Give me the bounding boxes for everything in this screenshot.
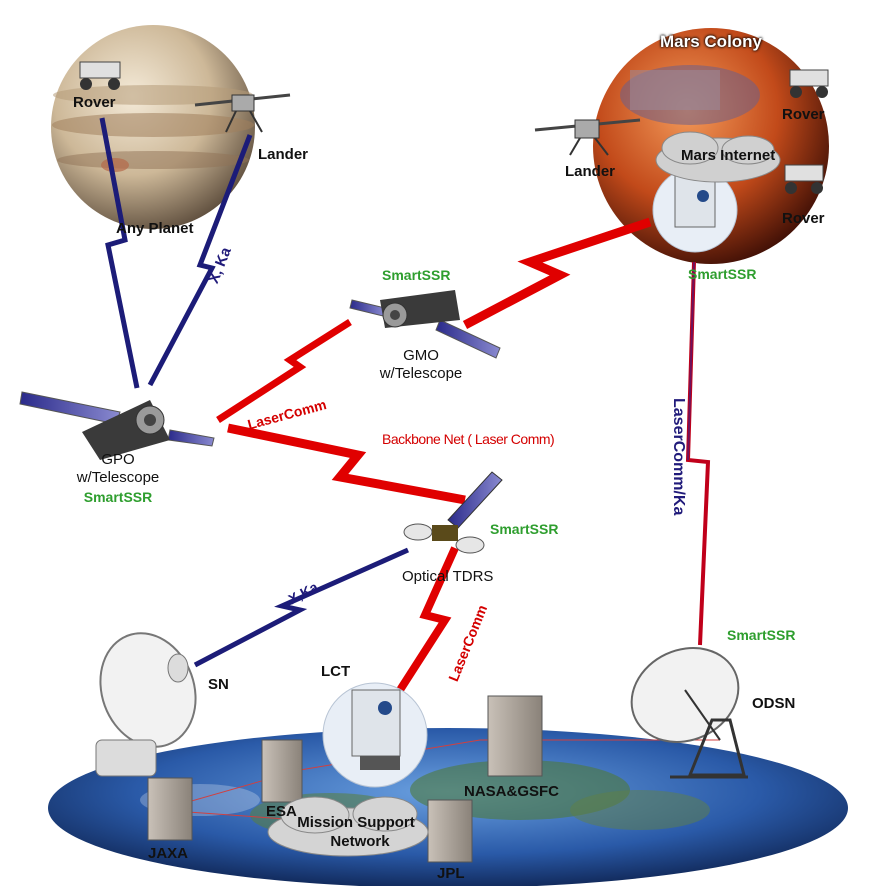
- label-mars-lander: Lander: [565, 163, 616, 180]
- rover-mars-bottom: [784, 164, 824, 194]
- label-any-planet: Any Planet: [116, 220, 194, 237]
- label-mars-ssr: SmartSSR: [688, 266, 757, 282]
- label-gpo-ssr: SmartSSR: [83, 489, 153, 505]
- laser-link-tdrs-lct: [396, 546, 459, 693]
- sn-dish: [95, 632, 197, 777]
- label-planet-lander: Lander: [258, 146, 309, 163]
- lct-terminal: [322, 682, 428, 788]
- mars-internet-cloud: [655, 131, 781, 183]
- laser-link-gpo-gmo: [216, 319, 352, 423]
- label-mars-colony: Mars Colony: [660, 32, 763, 51]
- lander-mars: [534, 118, 641, 156]
- laser-link-backbone: [227, 423, 466, 505]
- label-mars-rover-top: Rover: [782, 106, 825, 123]
- label-jaxa: JAXA: [148, 845, 189, 862]
- building-nasa: [487, 695, 543, 777]
- label-gmo-ssr: SmartSSR: [382, 267, 451, 283]
- label-network-line1: Mission Support: [297, 814, 415, 831]
- label-odsn: ODSN: [752, 695, 796, 712]
- label-odsn-ssr: SmartSSR: [727, 627, 796, 643]
- label-esa: ESA: [266, 803, 297, 820]
- rover-mars-top: [789, 69, 829, 98]
- gpo-satellite: [19, 391, 215, 460]
- label-lct: LCT: [321, 663, 351, 680]
- lander-any-planet: [194, 93, 291, 133]
- rf-link-sn-tdrs: [193, 547, 410, 668]
- label-network-line2: Network: [330, 833, 390, 850]
- label-nasa-gsfc: NASA&GSFC: [464, 783, 560, 800]
- label-lasercomm-ka: LaserComm/Ka: [670, 398, 687, 516]
- building-jaxa: [147, 777, 193, 841]
- laser-link-gmo-mars: [462, 217, 652, 329]
- building-jpl: [427, 799, 473, 863]
- rf-link-lander-gpo: [147, 134, 253, 387]
- label-gpo-line2: w/Telescope: [76, 469, 160, 486]
- mission-support-cloud: [267, 796, 429, 857]
- label-optical-tdrs: Optical TDRS: [402, 568, 494, 585]
- rf-link-rover-gpo: [99, 117, 140, 389]
- building-esa: [261, 739, 303, 803]
- label-gmo-line2: w/Telescope: [379, 365, 463, 382]
- label-tdrs-ssr: SmartSSR: [490, 521, 559, 537]
- laser-link-mars-odsn: [685, 261, 711, 646]
- odsn-dish: [630, 647, 748, 779]
- gmo-satellite: [349, 290, 501, 359]
- label-jpl: JPL: [437, 865, 465, 882]
- rover-any-planet: [79, 61, 121, 90]
- label-sn: SN: [208, 676, 229, 693]
- label-backbone-net: Backbone Net ( Laser Comm): [382, 431, 555, 447]
- label-gmo-line1: GMO: [403, 347, 439, 364]
- label-mars-rover-bottom: Rover: [782, 210, 825, 227]
- tdrs-satellite: [403, 471, 503, 554]
- label-gpo-line1: GPO: [101, 451, 135, 468]
- mars-ssr-terminal: [652, 167, 738, 253]
- label-planet-rover: Rover: [73, 94, 116, 111]
- label-mars-internet: Mars Internet: [681, 147, 776, 164]
